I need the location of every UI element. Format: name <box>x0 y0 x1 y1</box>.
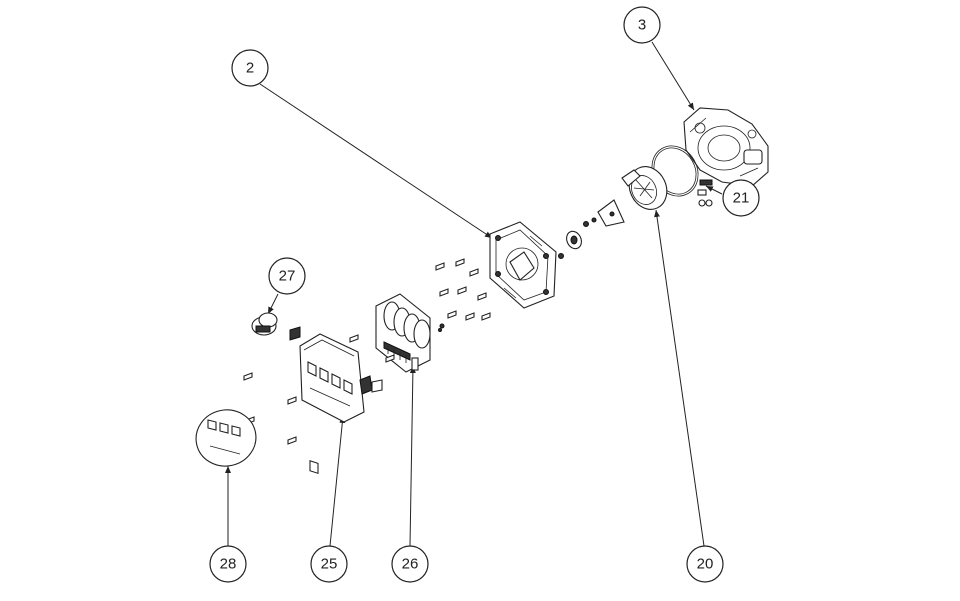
callout-label-25: 25 <box>321 556 338 573</box>
callout-label-20: 20 <box>697 556 714 573</box>
leader-lines <box>225 41 723 547</box>
leader-27 <box>267 293 279 315</box>
callout-25: 25 <box>310 545 348 583</box>
callout-label-21: 21 <box>733 190 750 207</box>
part-housing <box>683 107 769 187</box>
callout-label-28: 28 <box>220 556 237 573</box>
part-impeller <box>621 166 668 210</box>
callout-label-2: 2 <box>246 60 254 77</box>
leader-25 <box>329 415 346 547</box>
leader-21 <box>705 185 723 195</box>
callout-20: 20 <box>686 545 724 583</box>
plate-screws <box>435 258 491 332</box>
callout-label-26: 26 <box>402 556 419 573</box>
callout-label-3: 3 <box>638 17 646 34</box>
callout-26: 26 <box>391 545 429 583</box>
callout-21: 21 <box>722 179 760 217</box>
callout-27: 27 <box>268 257 306 295</box>
part-cover <box>299 333 373 475</box>
part-base-plate <box>489 221 557 309</box>
part-faceplate <box>195 409 257 467</box>
callout-2: 2 <box>231 49 269 87</box>
leader-3 <box>651 41 695 111</box>
part-fittings <box>697 179 713 207</box>
callout-3: 3 <box>623 6 661 44</box>
small-clip <box>289 326 301 341</box>
callout-label-27: 27 <box>279 268 296 285</box>
small-square-part <box>371 379 383 393</box>
callout-28: 28 <box>209 545 247 583</box>
leader-2 <box>259 83 493 239</box>
part-cam-assembly <box>375 293 431 373</box>
leader-26 <box>409 365 416 547</box>
small-washers <box>550 217 597 263</box>
part-knob <box>251 312 278 336</box>
leader-20 <box>654 209 705 547</box>
